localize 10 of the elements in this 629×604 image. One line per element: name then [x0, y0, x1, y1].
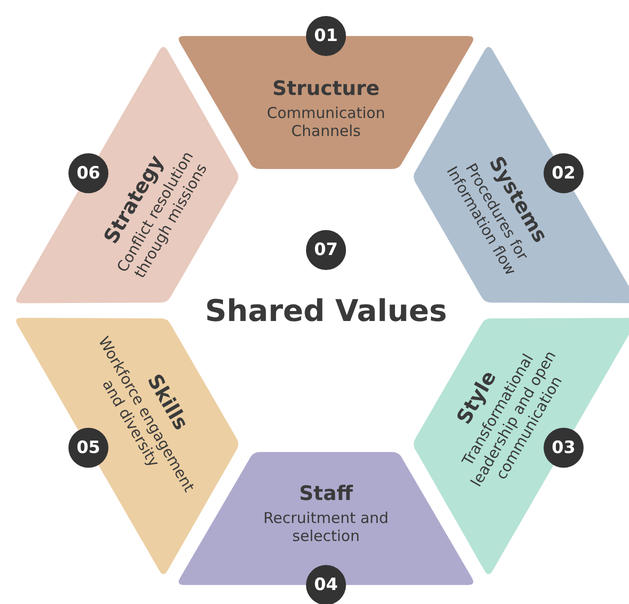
center-heading: Shared Values — [205, 294, 447, 330]
segment-description: Recruitment and selection — [262, 508, 390, 544]
segment-heading: Staff — [299, 480, 353, 504]
segment-description: Communication Channels — [266, 104, 386, 140]
segment-heading: Structure — [272, 76, 380, 100]
number-badge: 06 — [68, 152, 108, 193]
number-badge: 01 — [306, 16, 346, 56]
number-badge: 07 — [306, 230, 346, 270]
number-badge: 05 — [68, 427, 108, 468]
number-badge: 02 — [544, 152, 584, 193]
